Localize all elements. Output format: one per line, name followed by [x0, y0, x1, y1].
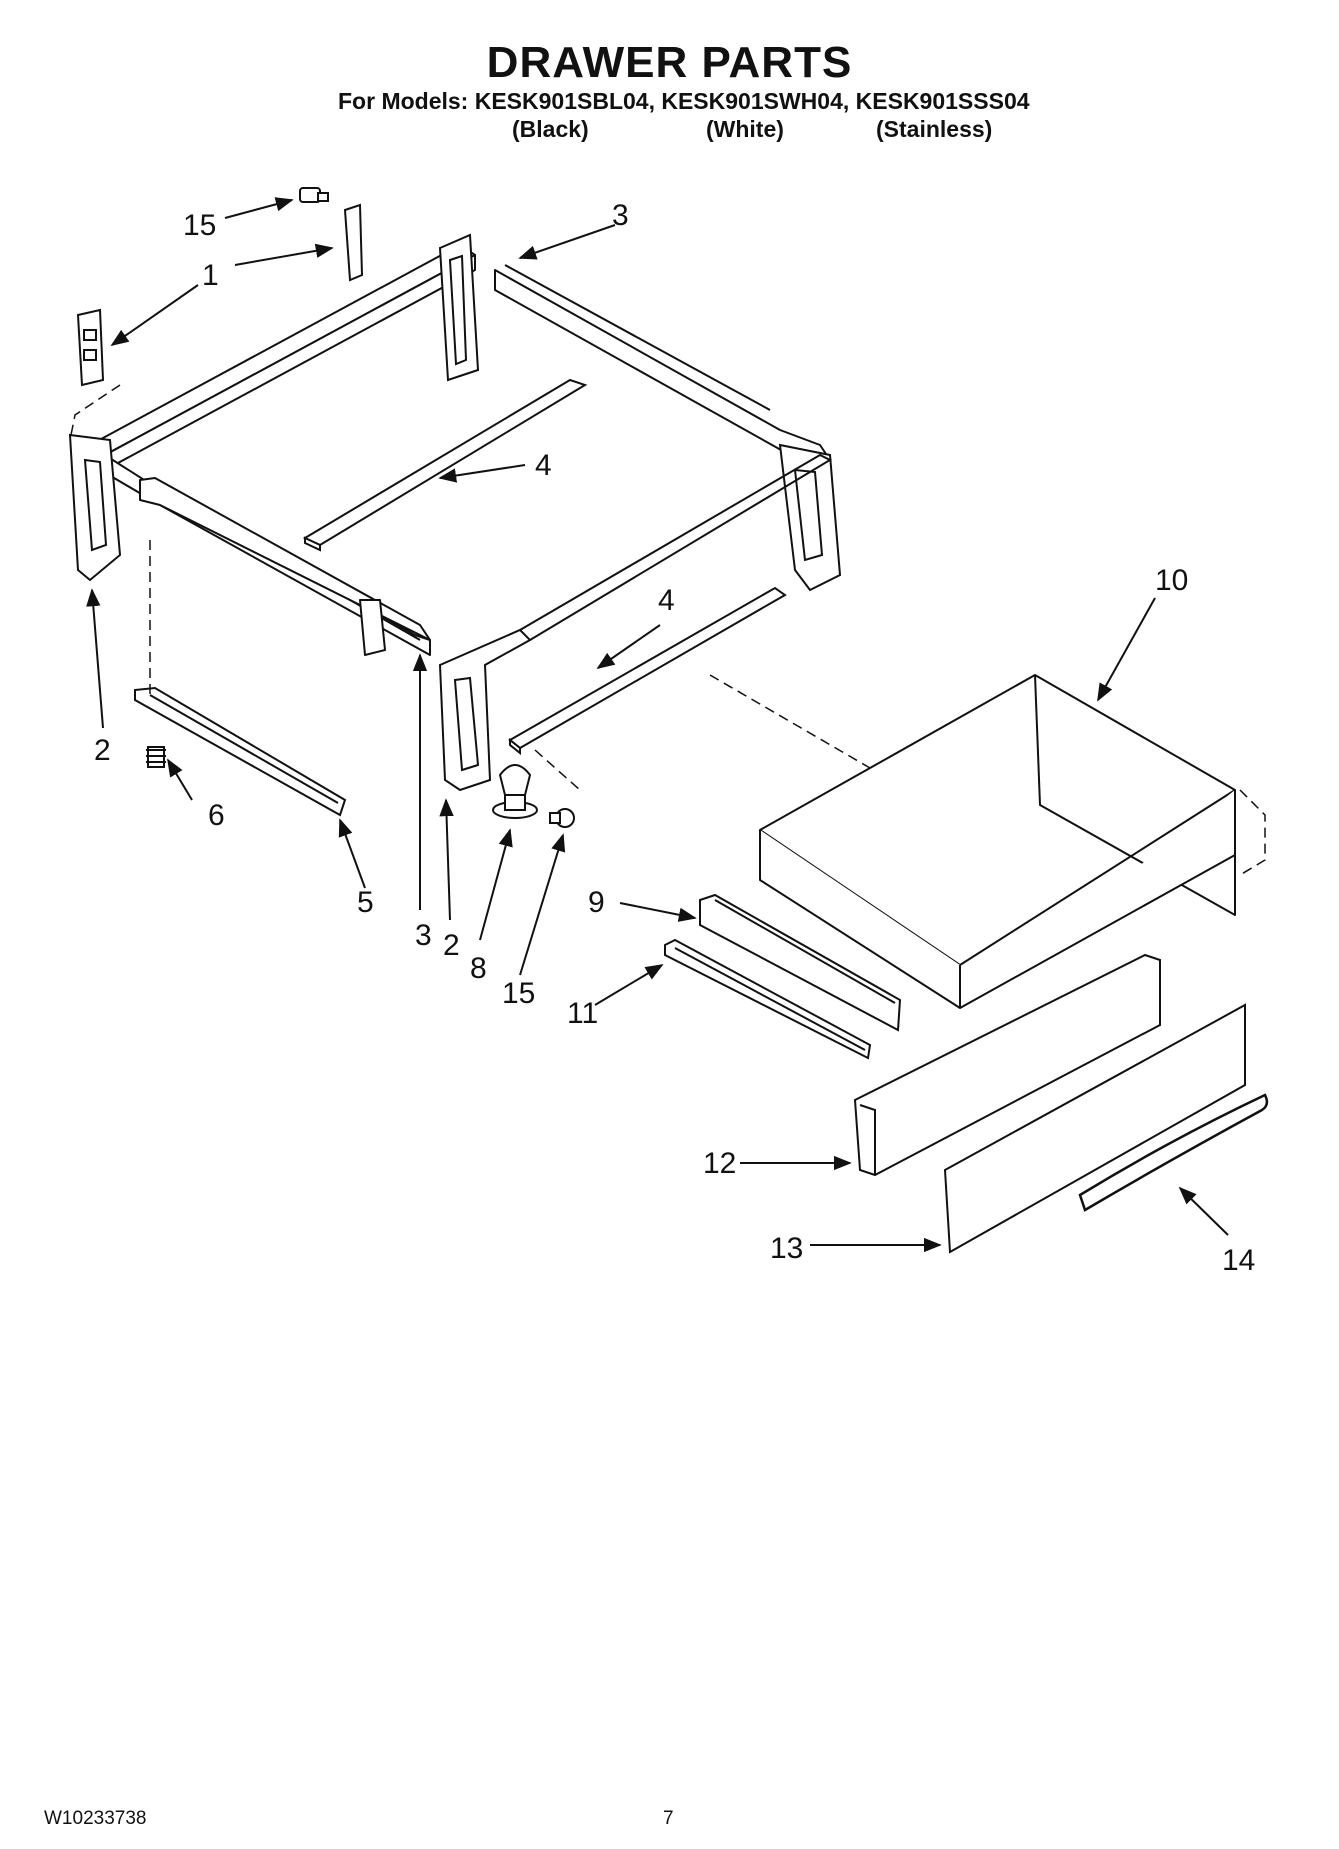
page-number: 7 — [663, 1808, 674, 1829]
left-side-bracket-front — [68, 433, 122, 582]
callout-13: 13 — [770, 1232, 803, 1265]
slide-rail-upper — [302, 378, 588, 552]
callout-15-top: 15 — [183, 209, 216, 242]
left-side-bracket-rear — [438, 233, 480, 382]
screw-center — [549, 808, 575, 828]
variant-white: (White) — [706, 116, 784, 142]
inner-front-panel — [853, 953, 1161, 1177]
callout-3-top: 3 — [612, 199, 629, 232]
drawer-rail-bracket — [699, 893, 902, 1032]
front-cross-rail — [139, 477, 431, 656]
callout-5: 5 — [357, 886, 374, 919]
callout-14: 14 — [1222, 1244, 1255, 1277]
outer-front-panel — [943, 1003, 1246, 1254]
callout-11: 11 — [567, 997, 598, 1030]
callout-10: 10 — [1155, 564, 1188, 597]
callout-8: 8 — [470, 952, 487, 985]
assembly-guides — [69, 384, 1266, 876]
page-title: DRAWER PARTS — [486, 38, 853, 87]
callout-15-bottom: 15 — [502, 977, 535, 1010]
rear-trim-channel — [134, 686, 347, 817]
drawer-handle — [1078, 1093, 1269, 1212]
drawer-slide — [664, 938, 872, 1060]
callout-12: 12 — [703, 1147, 736, 1180]
callout-6: 6 — [208, 799, 225, 832]
callout-4-lower: 4 — [658, 584, 675, 617]
document-number: W10233738 — [44, 1808, 147, 1829]
center-side-bracket — [438, 453, 833, 792]
leader-lines — [86, 197, 1229, 1253]
callout-1-top: 1 — [202, 259, 219, 292]
right-frame-rail — [494, 264, 831, 461]
callout-9: 9 — [588, 886, 605, 919]
hinge-bracket-left — [76, 308, 105, 387]
screw-top — [299, 187, 329, 203]
right-side-bracket-rear — [778, 443, 842, 592]
leveling-leg-center — [492, 764, 538, 819]
variant-black: (Black) — [512, 116, 589, 142]
models-line: For Models: KESK901SBL04, KESK901SWH04, … — [338, 88, 1030, 114]
drawer-box — [759, 674, 1236, 1009]
callout-2-bottom: 2 — [443, 929, 460, 962]
callout-4-upper: 4 — [535, 449, 552, 482]
rear-frame-rail — [89, 244, 476, 471]
hinge-bracket-top — [343, 203, 364, 282]
slide-rail-lower — [508, 586, 787, 756]
callout-3-bottom: 3 — [415, 919, 432, 952]
callout-2-left: 2 — [94, 734, 111, 767]
leveling-leg-left — [146, 746, 166, 768]
variant-stainless: (Stainless) — [876, 116, 993, 142]
